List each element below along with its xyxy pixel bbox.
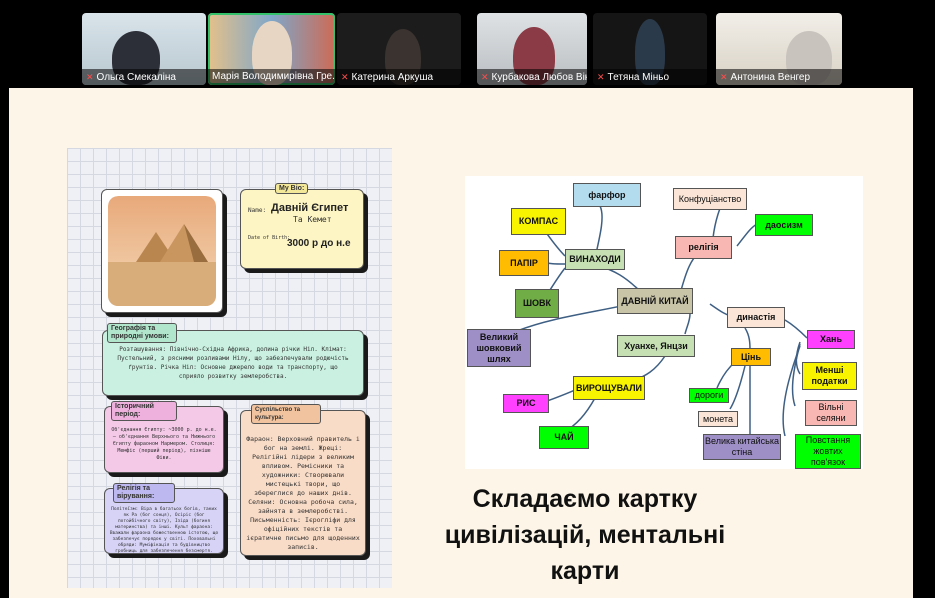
mic-muted-icon: ✕: [720, 72, 728, 82]
mic-muted-icon: ✕: [86, 72, 94, 82]
mind-map-node-dynastiia: династія: [727, 307, 785, 328]
participant-tile[interactable]: ✕Катерина Аркуша: [337, 13, 461, 85]
pyramid-photo-frame: [101, 189, 223, 313]
mind-map-node-konfutsianstvo: Конфуціанство: [673, 188, 747, 210]
participant-tile-active[interactable]: Марія Володимирівна Гре...: [208, 13, 335, 85]
society-text: Фараон: Верховний правитель і бог на зем…: [246, 435, 360, 551]
geography-tag: Географія та природні умови:: [107, 323, 177, 343]
dob-value: 3000 р до н.е: [287, 238, 351, 249]
mind-map-node-chai: ЧАЙ: [539, 426, 589, 449]
mind-map-node-farfor: фарфор: [573, 183, 641, 207]
society-tag: Суспільство та культура:: [251, 404, 321, 424]
mind-map-node-center: ДАВНІЙ КИТАЙ: [617, 288, 693, 314]
geography-text: Розташування: Північно-Східна Африка, до…: [117, 346, 349, 380]
mind-map-node-menshi-podatky: Менші податки: [802, 362, 857, 390]
participant-tile[interactable]: ✕Курбакова Любов Вікт...: [477, 13, 587, 85]
participant-tile[interactable]: ✕Ольга Смекаліна: [82, 13, 206, 85]
mic-muted-icon: ✕: [341, 72, 349, 82]
mind-map-node-povstannia: Повстання жовтих пов'язок: [795, 434, 861, 469]
mind-map-node-religiia: релігія: [675, 236, 732, 259]
mic-muted-icon: ✕: [597, 72, 605, 82]
participant-tile[interactable]: ✕Тетяна Міньо: [593, 13, 707, 85]
name-label: Name:: [248, 207, 267, 214]
religion-text: Політеїзм: Віра в багатьох богів, таких …: [109, 507, 219, 554]
mind-map-node-daosyzm: даосизм: [755, 214, 813, 236]
name-value: Давній Єгипет: [271, 202, 349, 214]
bio-panel: My Bio: Name: Давній Єгипет Та Кемет Dat…: [240, 183, 364, 269]
mind-map-node-vilni-seliany: Вільні селяни: [805, 400, 857, 426]
mind-map-node-vynakhody: ВИНАХОДИ: [565, 249, 625, 270]
history-panel: Історичний період: Об'єднання Єгипту: ~3…: [104, 401, 224, 473]
participant-name: Марія Володимирівна Гре...: [212, 71, 335, 82]
religion-tag: Релігія та вірування:: [113, 483, 175, 503]
mind-map-node-rys: РИС: [503, 394, 549, 413]
participant-name: Антонина Венгер: [730, 72, 811, 83]
caption-line: Складаємо картку: [472, 485, 698, 513]
name-sub: Та Кемет: [293, 215, 332, 224]
mind-map-node-kompas: КОМПАС: [511, 208, 566, 235]
caption-line: карти: [550, 557, 620, 585]
society-panel: Суспільство та культура: Фараон: Верховн…: [240, 404, 366, 556]
mind-map: фарфор КОМПАС ПАПІР ВИНАХОДИ ШОВК Конфуц…: [465, 176, 863, 469]
geography-panel: Географія та природні умови: Розташуванн…: [102, 323, 364, 396]
mind-map-node-papir: ПАПІР: [499, 250, 549, 276]
dob-label: Date of Birth:: [248, 235, 291, 241]
mind-map-node-khuankhe: Хуанхе, Янцзи: [617, 335, 695, 357]
mind-map-node-khan: Хань: [807, 330, 855, 349]
mind-map-node-shovkovyi-shliakh: Великий шовковий шлях: [467, 329, 531, 367]
civilization-card: My Bio: Name: Давній Єгипет Та Кемет Dat…: [67, 148, 392, 588]
slide-caption: Складаємо картку цивілізацій, ментальні …: [415, 481, 755, 589]
participant-name: Катерина Аркуша: [351, 72, 434, 83]
mic-muted-icon: ✕: [481, 72, 489, 82]
participant-name: Курбакова Любов Вікт...: [491, 72, 587, 83]
mind-map-node-tsin: Цінь: [731, 348, 771, 366]
participant-name: Тетяна Міньо: [607, 72, 670, 83]
history-text: Об'єднання Єгипту: ~3000 р. до н.е. — об…: [111, 427, 217, 461]
mind-map-node-dorogy: дороги: [689, 388, 729, 403]
caption-line: цивілізацій, ментальні: [444, 521, 726, 549]
mind-map-node-vyroshchuvaly: ВИРОЩУВАЛИ: [573, 376, 645, 400]
pyramid-image: [108, 196, 216, 306]
history-tag: Історичний період:: [111, 401, 177, 421]
religion-panel: Релігія та вірування: Політеїзм: Віра в …: [104, 483, 224, 554]
mind-map-node-shovk: ШОВК: [515, 289, 559, 318]
participant-tile[interactable]: ✕Антонина Венгер: [716, 13, 842, 85]
bio-tag: My Bio:: [275, 183, 309, 194]
mind-map-node-velyka-stina: Велика китайська стіна: [703, 434, 781, 460]
mind-map-node-moneta: монета: [698, 411, 738, 427]
participant-name: Ольга Смекаліна: [96, 72, 176, 83]
